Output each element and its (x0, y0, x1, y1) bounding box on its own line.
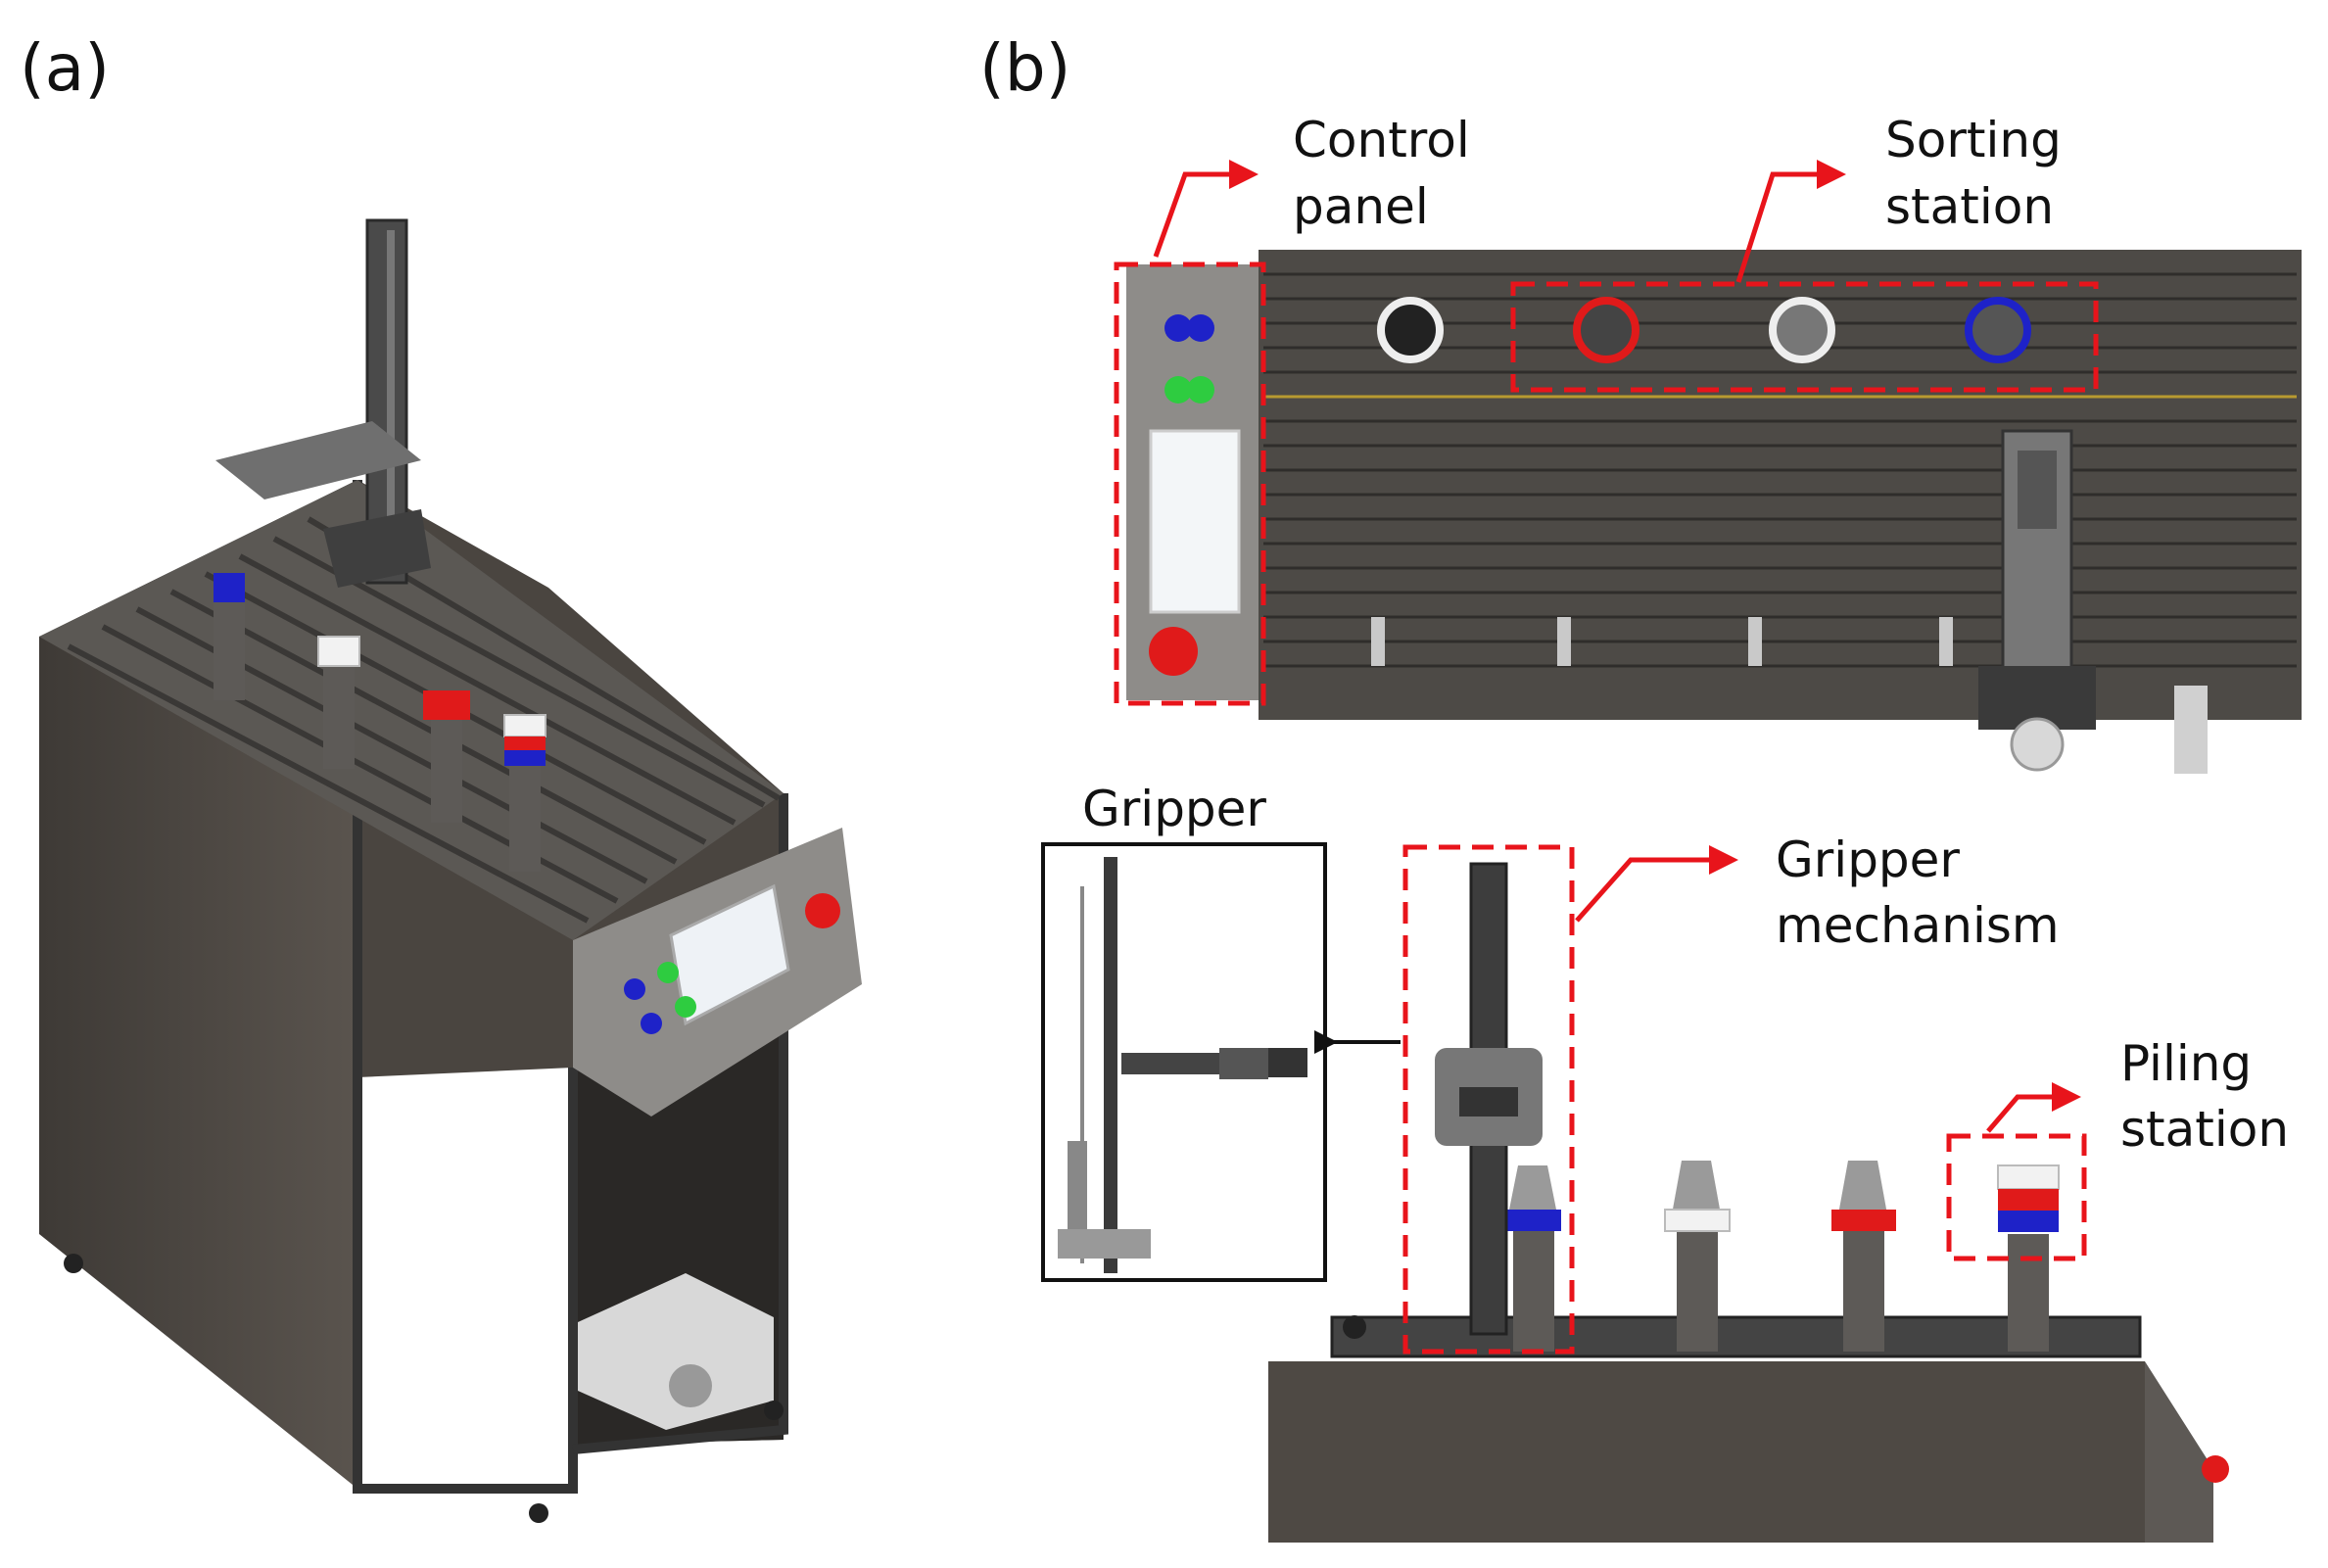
power-supply-unit (578, 1273, 774, 1430)
fan-icon (669, 1364, 712, 1407)
green-button-icon (675, 996, 696, 1018)
white-cup-icon (1769, 297, 1835, 363)
blue-cup-icon (1998, 1211, 2059, 1232)
touchscreen-display (669, 883, 790, 1026)
red-cup-icon (1998, 1189, 2059, 1211)
blue-cup-icon (1965, 297, 2031, 363)
caster-wheel-icon (64, 1254, 83, 1273)
workstation-3d-render (39, 218, 862, 1523)
green-button-icon (657, 962, 679, 983)
green-button-icon (1164, 376, 1192, 404)
emergency-stop-icon (2202, 1455, 2229, 1483)
sorting-station-label: Sorting station (1885, 112, 2077, 235)
red-cup-icon (1831, 1210, 1896, 1231)
top-view-render (1126, 250, 2302, 774)
touchscreen-display (1149, 429, 1241, 614)
white-cup-icon (503, 714, 546, 737)
blue-button-icon (641, 1013, 662, 1034)
emergency-stop-icon (1149, 627, 1198, 676)
blue-cup-icon (214, 573, 245, 602)
blue-cup-icon (1502, 1210, 1561, 1231)
piling-station-label: Piling station (2120, 1035, 2289, 1158)
caster-wheel-icon (764, 1401, 784, 1420)
gripper-inset-render (1058, 857, 1307, 1273)
white-cup-icon (1664, 1209, 1731, 1232)
white-cup-icon (317, 636, 360, 667)
caster-wheel-icon (529, 1503, 548, 1523)
panel-label-a: (a) (20, 30, 110, 106)
blue-button-icon (1164, 314, 1192, 342)
sorting-station-arrow (1735, 160, 1846, 283)
white-cup-icon (1997, 1164, 2060, 1190)
blue-cup-icon (504, 750, 546, 766)
cabinet-body (1268, 1361, 2145, 1543)
piling-station-arrow (1986, 1082, 2081, 1133)
gripper-mechanism-label: Gripper mechanism (1776, 832, 2060, 954)
gripper-arm (215, 421, 421, 499)
control-panel-highlight (1114, 261, 1266, 706)
black-cup-icon (1377, 297, 1444, 363)
red-cup-icon (423, 690, 470, 720)
gripper-mechanism-arrow (1575, 845, 1738, 923)
blue-button-icon (624, 978, 645, 1000)
gripper-mechanism-highlight (1402, 844, 1575, 1354)
sorting-station-highlight (1510, 281, 2099, 393)
control-panel-arrow (1153, 160, 1259, 258)
emergency-stop-icon (805, 893, 840, 928)
red-cup-icon (504, 736, 546, 750)
panel-label-b: (b) (979, 30, 1070, 106)
control-panel-label: Control panel (1293, 112, 1486, 235)
blue-button-icon (1187, 314, 1214, 342)
red-cup-icon (1573, 297, 1639, 363)
piling-station-highlight (1946, 1133, 2087, 1261)
green-button-icon (1187, 376, 1214, 404)
gripper-inset-title: Gripper (1082, 781, 1266, 837)
side-view-render (1268, 862, 2229, 1543)
